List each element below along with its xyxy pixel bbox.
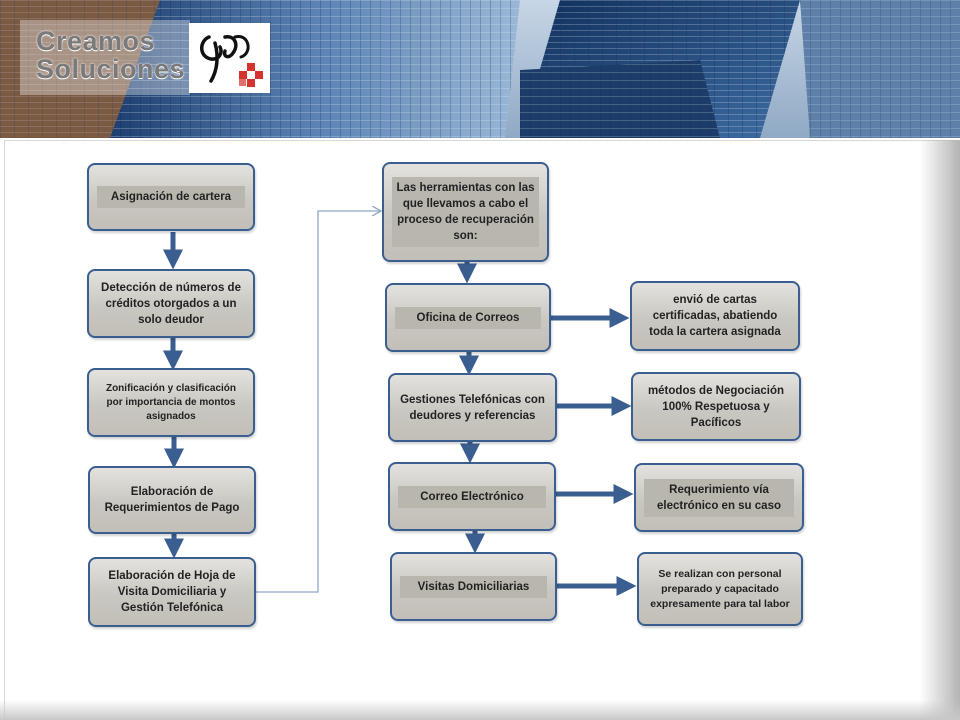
step-label: Zonificación y clasificación por importa… xyxy=(105,382,237,422)
detail-label: métodos de Negociación 100% Respetuosa y… xyxy=(647,384,785,429)
panel-shadow-bottom xyxy=(0,700,960,720)
tools-header-label: Las herramientas con las que llevamos a … xyxy=(392,177,539,247)
step-requerimientos-pago: Elaboración de Requerimientos de Pago xyxy=(88,466,256,534)
detail-requerimiento-electronico: Requerimiento vía electrónico en su caso xyxy=(634,463,804,532)
tool-correo-electronico: Correo Electrónico xyxy=(388,462,556,531)
step-zonificacion: Zonificación y clasificación por importa… xyxy=(87,368,255,437)
detail-personal-capacitado: Se realizan con personal preparado y cap… xyxy=(637,552,803,626)
tool-gestiones-telefonicas: Gestiones Telefónicas con deudores y ref… xyxy=(388,373,557,442)
company-logo-mark-icon xyxy=(200,35,263,87)
detail-label: envió de cartas certificadas, abatiendo … xyxy=(649,294,781,338)
tool-label: Correo Electrónico xyxy=(398,485,546,508)
detail-label: Se realizan con personal preparado y cap… xyxy=(650,567,790,610)
step-label: Asignación de cartera xyxy=(97,186,245,208)
tools-header: Las herramientas con las que llevamos a … xyxy=(382,162,549,262)
brand-dot: . xyxy=(176,58,181,75)
brand-text-line1: Creamos xyxy=(36,26,156,56)
step-label: Elaboración de Hoja de Visita Domiciliar… xyxy=(108,570,236,614)
detail-negociacion: métodos de Negociación 100% Respetuosa y… xyxy=(631,372,801,441)
tool-label: Gestiones Telefónicas con deudores y ref… xyxy=(400,393,545,422)
tool-label: Oficina de Correos xyxy=(395,306,541,329)
step-asignacion-cartera: Asignación de cartera xyxy=(87,163,255,231)
detail-cartas-certificadas: envió de cartas certificadas, abatiendo … xyxy=(630,281,800,351)
tool-oficina-correos: Oficina de Correos xyxy=(385,283,551,352)
panel-shadow-right xyxy=(920,140,960,720)
detail-label: Requerimiento vía electrónico en su caso xyxy=(644,478,794,517)
tool-visitas-domiciliarias: Visitas Domiciliarias xyxy=(390,552,557,621)
company-logo xyxy=(189,23,270,93)
header-banner: Creamos Soluciones . xyxy=(0,0,960,138)
step-label: Detección de números de créditos otorgad… xyxy=(101,281,241,326)
brand-text-line2: Soluciones xyxy=(36,54,186,84)
tool-label: Visitas Domiciliarias xyxy=(400,575,547,598)
step-deteccion-creditos: Detección de números de créditos otorgad… xyxy=(87,269,255,338)
step-hoja-visita: Elaboración de Hoja de Visita Domiciliar… xyxy=(88,557,256,627)
step-label: Elaboración de Requerimientos de Pago xyxy=(104,486,240,514)
skyscraper-background xyxy=(0,0,960,138)
